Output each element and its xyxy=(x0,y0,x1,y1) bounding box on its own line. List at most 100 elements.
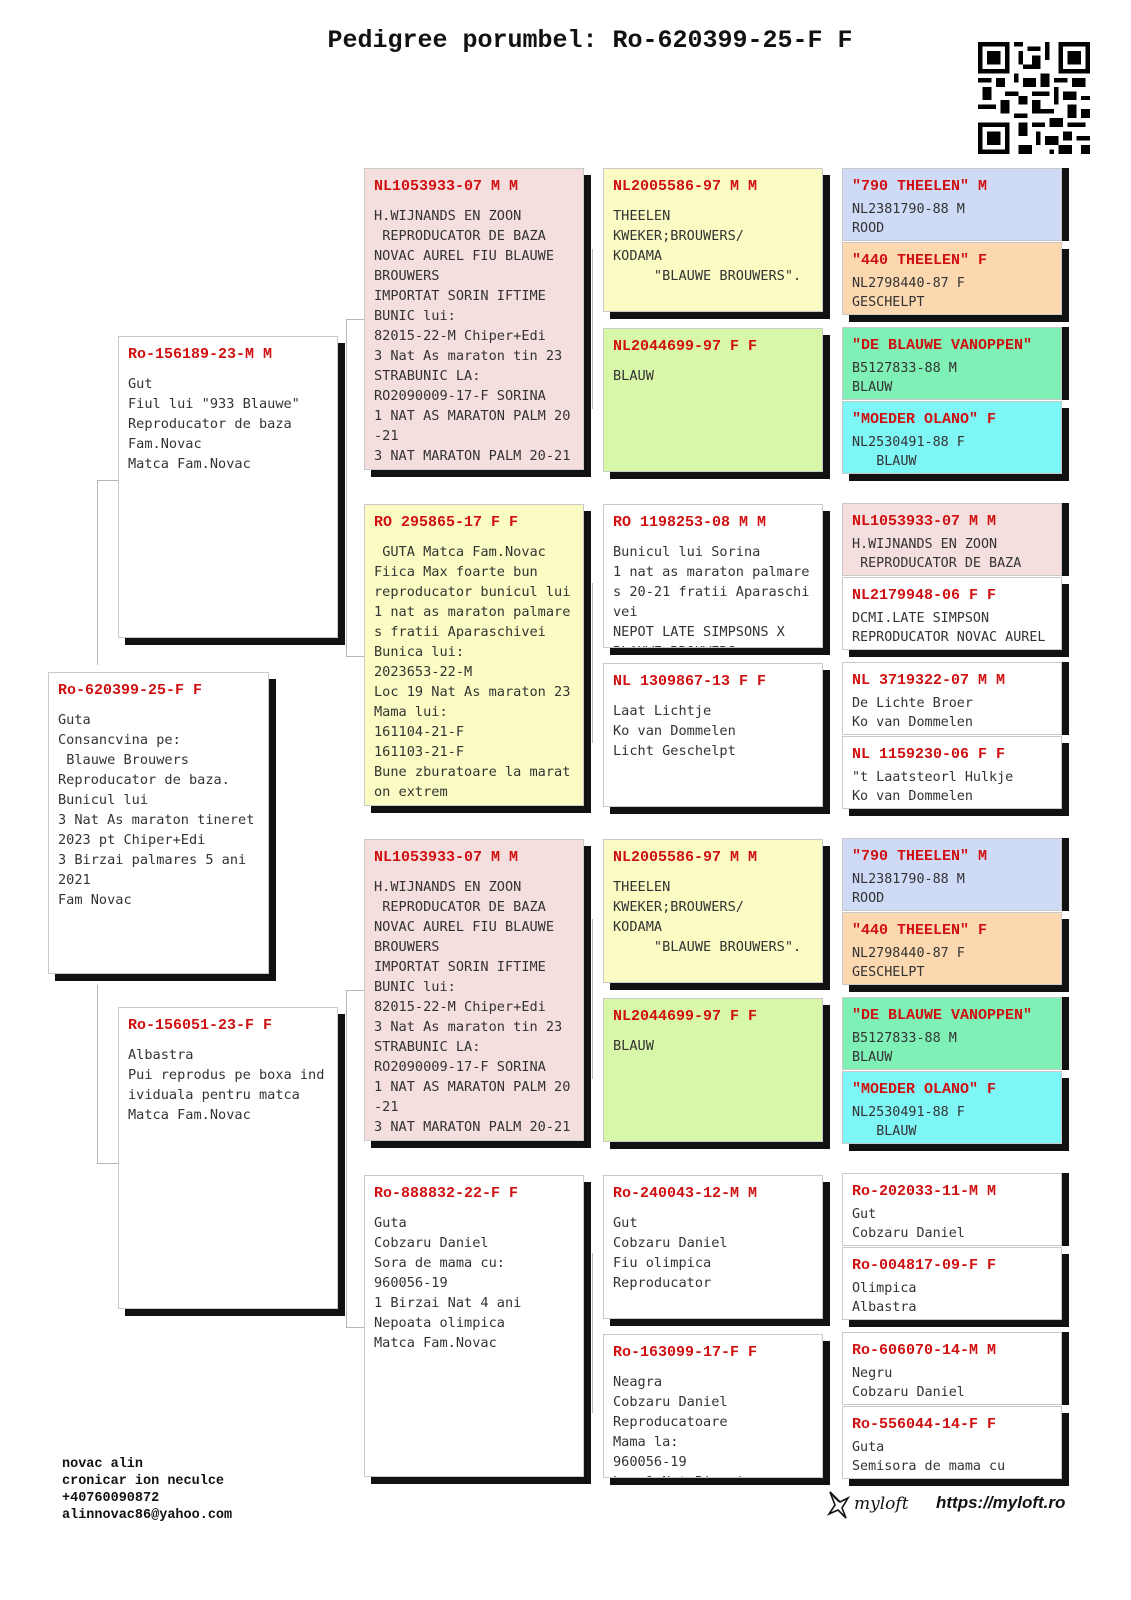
page-title: Pedigree porumbel: Ro-620399-25-F F xyxy=(327,26,853,55)
sire-card[interactable]: Ro-156189-23-M M Gut Fiul lui "933 Blauw… xyxy=(118,336,338,638)
pigeon-notes: THEELEN KWEKER;BROUWERS/ KODAMA "BLAUWE … xyxy=(613,208,802,284)
ring-number: RO 295865-17 F F xyxy=(374,514,519,531)
ring-number: "790 THEELEN" M xyxy=(852,178,988,195)
gen4-card[interactable]: Ro-202033-11-M M Gut Cobzaru Daniel xyxy=(842,1173,1062,1246)
gen4-card[interactable]: "440 THEELEN" F NL2798440-87 F GESCHELPT xyxy=(842,242,1062,315)
great-grandparent-card[interactable]: NL2044699-97 F F BLAUW xyxy=(603,328,823,472)
connector-line xyxy=(592,919,593,1079)
ring-number: NL2005586-97 M M xyxy=(613,849,758,866)
connector-line xyxy=(346,319,364,320)
pigeon-notes: Negru Cobzaru Daniel xyxy=(852,1366,965,1400)
gen4-card[interactable]: "MOEDER OLANO" F NL2530491-88 F BLAUW xyxy=(842,401,1062,474)
owner-contact: novac alin cronicar ion neculce +4076009… xyxy=(62,1457,233,1523)
pigeon-notes: Gut Cobzaru Daniel xyxy=(852,1207,965,1241)
bird-logo-icon xyxy=(826,1491,851,1519)
connector-line xyxy=(97,480,98,665)
gen4-card[interactable]: "DE BLAUWE VANOPPEN" B5127833-88 M BLAUW xyxy=(842,997,1062,1070)
ring-number: NL2044699-97 F F xyxy=(613,338,758,355)
ring-number: NL1053933-07 M M xyxy=(374,849,519,866)
ring-number: NL1053933-07 M M xyxy=(852,513,997,530)
gen4-card[interactable]: Ro-556044-14-F F Guta Semisora de mama c… xyxy=(842,1406,1062,1479)
pigeon-notes: Olimpica Albastra xyxy=(852,1281,917,1315)
brand-name: myloft xyxy=(854,1494,909,1514)
pigeon-notes: NL2530491-88 F BLAUW xyxy=(852,1105,965,1139)
connector-line xyxy=(592,1253,593,1413)
ring-number: NL2179948-06 F F xyxy=(852,587,997,604)
gen4-card[interactable]: Ro-606070-14-M M Negru Cobzaru Daniel xyxy=(842,1332,1062,1405)
great-grandparent-card[interactable]: NL2005586-97 M M THEELEN KWEKER;BROUWERS… xyxy=(603,839,823,983)
pigeon-notes: Neagra Cobzaru Daniel Reproducatoare Mam… xyxy=(613,1374,744,1477)
connector-line xyxy=(97,1163,119,1164)
pigeon-notes: NL2381790-88 M ROOD xyxy=(852,872,965,906)
grandparent-card[interactable]: Ro-888832-22-F F Guta Cobzaru Daniel Sor… xyxy=(364,1175,584,1477)
gen4-card[interactable]: NL 3719322-07 M M De Lichte Broer Ko van… xyxy=(842,662,1062,735)
pigeon-notes: NL2381790-88 M ROOD xyxy=(852,202,965,236)
gen4-card[interactable]: "790 THEELEN" M NL2381790-88 M ROOD xyxy=(842,168,1062,241)
ring-number: Ro-240043-12-M M xyxy=(613,1185,758,1202)
great-grandparent-card[interactable]: Ro-240043-12-M M Gut Cobzaru Daniel Fiu … xyxy=(603,1175,823,1319)
gen4-card[interactable]: "MOEDER OLANO" F NL2530491-88 F BLAUW xyxy=(842,1071,1062,1144)
gen4-card[interactable]: NL1053933-07 M M H.WIJNANDS EN ZOON REPR… xyxy=(842,503,1062,576)
ring-number: Ro-888832-22-F F xyxy=(374,1185,519,1202)
connector-line xyxy=(346,1327,364,1328)
pigeon-notes: H.WIJNANDS EN ZOON REPRODUCATOR DE BAZA … xyxy=(374,208,571,469)
ring-number: "DE BLAUWE VANOPPEN" xyxy=(852,337,1033,354)
pigeon-notes: THEELEN KWEKER;BROUWERS/ KODAMA "BLAUWE … xyxy=(613,879,802,955)
ring-number: "MOEDER OLANO" F xyxy=(852,411,997,428)
gen4-card[interactable]: "DE BLAUWE VANOPPEN" B5127833-88 M BLAUW xyxy=(842,327,1062,400)
ring-number: "790 THEELEN" M xyxy=(852,848,988,865)
great-grandparent-card[interactable]: NL2044699-97 F F BLAUW xyxy=(603,998,823,1142)
pigeon-notes: NL2798440-87 F GESCHELPT xyxy=(852,946,965,980)
connector-line xyxy=(346,990,347,1327)
dam-card[interactable]: Ro-156051-23-F F Albastra Pui reprodus p… xyxy=(118,1007,338,1309)
ring-number: Ro-606070-14-M M xyxy=(852,1342,997,1359)
gen4-card[interactable]: NL 1159230-06 F F "t Laatsteorl Hulkje K… xyxy=(842,736,1062,809)
brand-footer: myloft https://myloft.ro xyxy=(826,1488,1086,1528)
ring-number: Ro-004817-09-F F xyxy=(852,1257,997,1274)
brand-url[interactable]: https://myloft.ro xyxy=(936,1493,1066,1512)
ring-number: NL2044699-97 F F xyxy=(613,1008,758,1025)
pigeon-notes: GUTA Matca Fam.Novac Fiica Max foarte bu… xyxy=(374,544,571,805)
connector-line xyxy=(592,249,593,409)
ring-number: Ro-556044-14-F F xyxy=(852,1416,997,1433)
pigeon-notes: Guta Cobzaru Daniel Sora de mama cu: 960… xyxy=(374,1215,522,1351)
grandparent-card[interactable]: RO 295865-17 F F GUTA Matca Fam.Novac Fi… xyxy=(364,504,584,806)
ring-number: Ro-620399-25-F F xyxy=(58,682,203,699)
great-grandparent-card[interactable]: NL2005586-97 M M THEELEN KWEKER;BROUWERS… xyxy=(603,168,823,312)
connector-line xyxy=(346,656,364,657)
ring-number: "440 THEELEN" F xyxy=(852,252,988,269)
great-grandparent-card[interactable]: Ro-163099-17-F F Neagra Cobzaru Daniel R… xyxy=(603,1334,823,1478)
ring-number: Ro-156051-23-F F xyxy=(128,1017,273,1034)
pigeon-notes: "t Laatsteorl Hulkje Ko van Dommelen xyxy=(852,770,1014,804)
grandparent-card[interactable]: NL1053933-07 M M H.WIJNANDS EN ZOON REPR… xyxy=(364,839,584,1141)
pigeon-notes: B5127833-88 M BLAUW xyxy=(852,361,957,395)
gen4-card[interactable]: "790 THEELEN" M NL2381790-88 M ROOD xyxy=(842,838,1062,911)
gen4-card[interactable]: "440 THEELEN" F NL2798440-87 F GESCHELPT xyxy=(842,912,1062,985)
grandparent-card[interactable]: NL1053933-07 M M H.WIJNANDS EN ZOON REPR… xyxy=(364,168,584,470)
great-grandparent-card[interactable]: RO 1198253-08 M M Bunicul lui Sorina 1 n… xyxy=(603,504,823,648)
ring-number: NL 1159230-06 F F xyxy=(852,746,1006,763)
pigeon-notes: Gut Fiul lui "933 Blauwe" Reproducator d… xyxy=(128,376,300,472)
pigeon-notes: DCMI.LATE SIMPSON REPRODUCATOR NOVAC AUR… xyxy=(852,611,1046,645)
gen4-card[interactable]: Ro-004817-09-F F Olimpica Albastra xyxy=(842,1247,1062,1320)
pigeon-notes: NL2798440-87 F GESCHELPT xyxy=(852,276,965,310)
ring-number: NL1053933-07 M M xyxy=(374,178,519,195)
pigeon-notes: BLAUW xyxy=(613,368,654,384)
pigeon-notes: Laat Lichtje Ko van Dommelen Licht Gesch… xyxy=(613,703,736,759)
ring-number: NL2005586-97 M M xyxy=(613,178,758,195)
subject-card[interactable]: Ro-620399-25-F F Guta Consancvina pe: Bl… xyxy=(48,672,269,974)
connector-line xyxy=(592,583,593,743)
pigeon-notes: B5127833-88 M BLAUW xyxy=(852,1031,957,1065)
ring-number: "DE BLAUWE VANOPPEN" xyxy=(852,1007,1033,1024)
ring-number: Ro-163099-17-F F xyxy=(613,1344,758,1361)
ring-number: "440 THEELEN" F xyxy=(852,922,988,939)
connector-line xyxy=(97,985,98,1163)
pigeon-notes: H.WIJNANDS EN ZOON REPRODUCATOR DE BAZA xyxy=(852,537,1022,571)
ring-number: Ro-202033-11-M M xyxy=(852,1183,997,1200)
pigeon-notes: Gut Cobzaru Daniel Fiu olimpica Reproduc… xyxy=(613,1215,728,1291)
connector-line xyxy=(346,990,364,991)
ring-number: Ro-156189-23-M M xyxy=(128,346,273,363)
great-grandparent-card[interactable]: NL 1309867-13 F F Laat Lichtje Ko van Do… xyxy=(603,663,823,807)
pigeon-notes: Bunicul lui Sorina 1 nat as maraton palm… xyxy=(613,544,810,647)
gen4-card[interactable]: NL2179948-06 F F DCMI.LATE SIMPSON REPRO… xyxy=(842,577,1062,650)
